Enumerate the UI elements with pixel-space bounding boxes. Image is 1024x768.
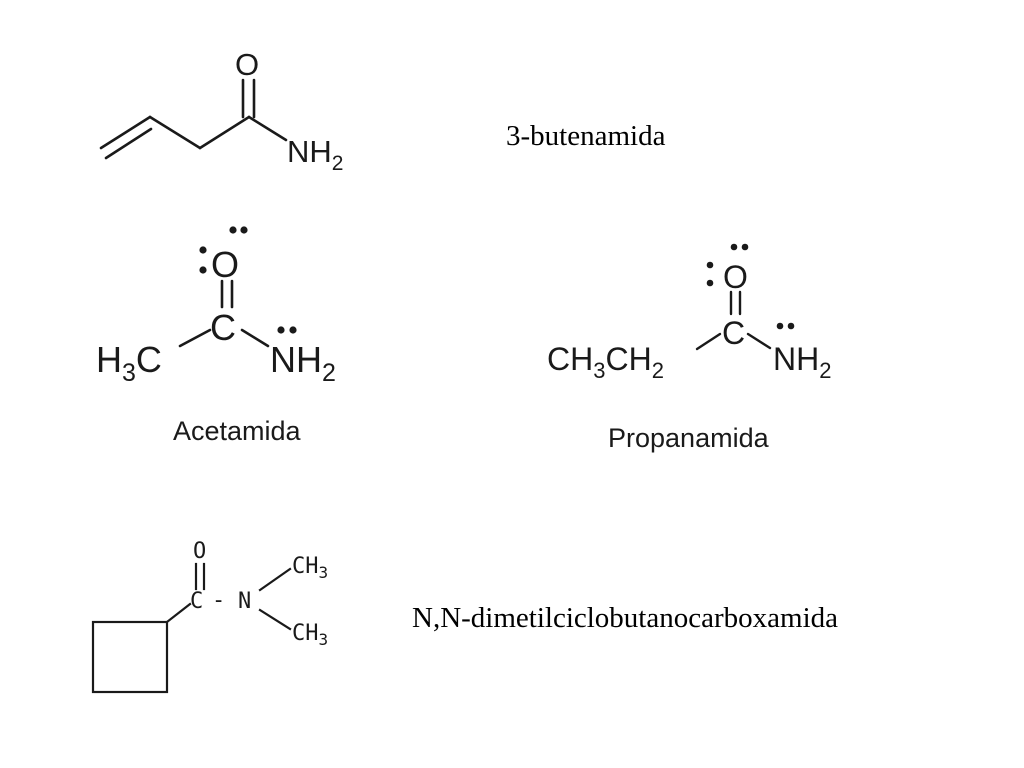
acetamide-methyl-bond (178, 328, 212, 348)
acetamide-methyl: H3C (96, 339, 162, 387)
cyclobutane-bonds (91, 562, 292, 694)
vinyl-double-bond (104, 127, 153, 160)
dmcba-bond-dash: - (212, 588, 225, 613)
dmcba-methyl-bottom: CH3 (292, 621, 328, 649)
propanamide-lone-pairs (706, 243, 795, 330)
cyclobutane-ring (91, 620, 169, 694)
acetamide-oxygen: O (211, 244, 239, 285)
butenamide-amine: NH2 (287, 134, 343, 175)
acetamide-lone-pairs (199, 226, 297, 334)
vinyl-bond (99, 115, 152, 150)
dmcba-oxygen: O (193, 539, 206, 564)
amide-bond (247, 115, 288, 142)
dmcba-carbon: C (190, 589, 203, 614)
n-methyl-bond-top (258, 567, 292, 592)
propanamide-ethyl: CH3CH2 (547, 341, 664, 383)
n-methyl-bond-bottom (258, 608, 292, 631)
chain-bond-2 (198, 115, 251, 150)
butenamide-oxygen: O (235, 47, 259, 82)
propanamide-amine: NH2 (773, 341, 831, 383)
butenamide-name: 3-butenamida (506, 120, 666, 152)
butenamide-structure (99, 78, 288, 160)
dmcba-name: N,N-dimetilciclobutanocarboxamida (412, 602, 838, 634)
propanamide-carbon: C (722, 315, 745, 351)
propanamide-ethyl-bond (695, 332, 722, 351)
acetamide-bonds (178, 279, 270, 348)
dmcba-methyl-top: CH3 (292, 554, 328, 582)
ring-to-carbonyl-bond (165, 602, 192, 624)
acetamide-amine-bond (240, 328, 270, 348)
chain-bond-1 (148, 115, 202, 150)
propanamide-bonds (695, 290, 772, 351)
acetamide-name: Acetamida (173, 416, 301, 446)
propanamide-name: Propanamida (608, 423, 769, 453)
propanamide-amine-bond (746, 332, 772, 350)
propanamide-oxygen: O (723, 259, 748, 295)
dmcba-nitrogen: N (238, 589, 251, 614)
acetamide-carbon: C (210, 307, 236, 348)
acetamide-amine: NH2 (270, 339, 336, 387)
